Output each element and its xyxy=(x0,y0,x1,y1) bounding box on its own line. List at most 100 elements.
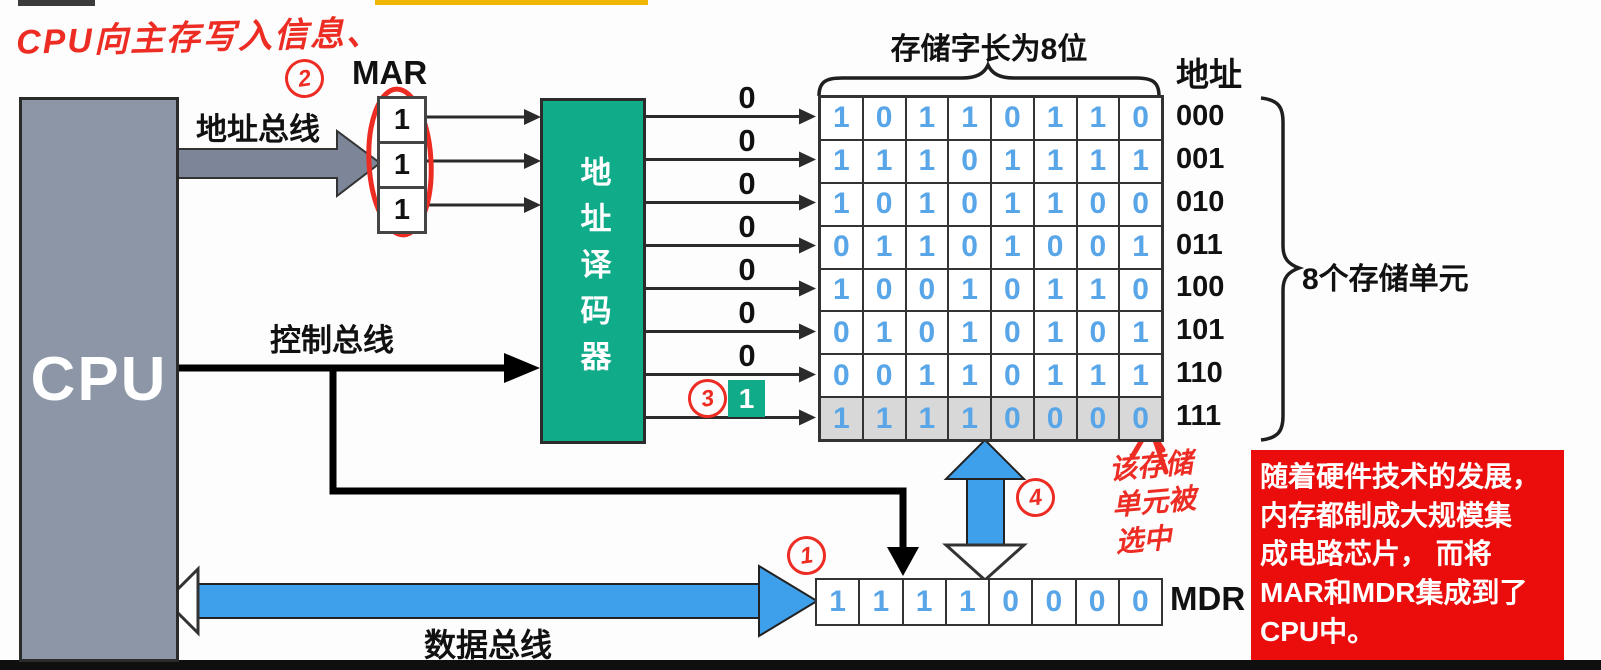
mdr-bit-cell: 1 xyxy=(817,580,861,624)
address-label: 101 xyxy=(1176,314,1225,347)
mdr-bit-cell: 0 xyxy=(1077,580,1120,624)
memory-bit-cell: 1 xyxy=(905,354,949,398)
mar-to-decoder-lines xyxy=(421,115,526,207)
mar-circle-annotation xyxy=(366,86,434,238)
decoder-output-value: 0 xyxy=(738,338,756,373)
decoder-output-lines xyxy=(640,115,801,419)
memory-bit-cell: 1 xyxy=(862,311,906,355)
mdr-bit-cell: 0 xyxy=(1033,580,1077,624)
mdr-bit-cell: 0 xyxy=(1132,585,1149,618)
decoder-outputs: 0 0 0 0 0 0 0 1 xyxy=(640,81,818,439)
address-label: 011 xyxy=(1176,228,1223,261)
bottom-edge-bar xyxy=(0,660,1601,670)
selected-row-arrow-stem xyxy=(1152,437,1169,475)
decoder-output-value: 0 xyxy=(738,295,756,330)
decoder-output-value: 0 xyxy=(738,80,756,115)
memory-bit-cell: 0 xyxy=(991,268,1034,312)
memory-bit-cell: 0 xyxy=(991,97,1034,140)
memory-bit-cell: 1 xyxy=(905,97,949,140)
memory-bit-cell: 1 xyxy=(820,139,863,183)
memory-bit-cell: 0 xyxy=(1076,225,1120,269)
info-box-text: 随着硬件技术的发展， 内存都制成大规模集 成电路芯片， 而将 MAR和MDR集成… xyxy=(1260,461,1541,647)
address-label: 001 xyxy=(1176,142,1225,175)
memory-bit-cell: 1 xyxy=(905,225,949,269)
memory-bit-cell: 0 xyxy=(1119,182,1162,226)
yellow-highlight-bar xyxy=(375,0,648,5)
memory-mdr-arrow-shaft xyxy=(966,471,1005,549)
memory-bit-cell: 0 xyxy=(991,354,1034,398)
memory-bit-cell: 0 xyxy=(948,225,991,269)
memory-bit-cell: 1 xyxy=(1119,139,1162,183)
word-length-brace xyxy=(817,60,1161,97)
decoder-output-value: 0 xyxy=(738,123,756,158)
mar-bit-cell: 1 xyxy=(380,144,424,189)
memory-bit-cell: 0 xyxy=(820,354,863,398)
memory-bit-cell: 1 xyxy=(1076,354,1120,398)
control-branch-arrowhead xyxy=(887,547,919,576)
decoder-output-value: 0 xyxy=(738,166,756,201)
memory-bit-cell: 1 xyxy=(948,397,991,440)
memory-bit-cell: 1 xyxy=(1033,268,1077,312)
mdr-bit-cell: 1 xyxy=(947,580,990,624)
memory-bit-cell: 1 xyxy=(820,182,863,226)
mar-bit-cell: 1 xyxy=(380,99,424,144)
control-bus-branch xyxy=(329,368,907,549)
data-bus-right-arrowhead xyxy=(758,564,819,638)
memory-bit-cell: 0 xyxy=(1076,397,1120,440)
memory-bit-cell: 1 xyxy=(1033,139,1077,183)
decoder-output-value: 0 xyxy=(738,252,756,287)
memory-mdr-arrow-up xyxy=(943,438,1027,480)
decoder-output-arrowheads xyxy=(799,108,816,426)
memory-bit-cell: 0 xyxy=(862,354,906,398)
top-partial-bar xyxy=(18,0,95,6)
data-bus-left-arrowhead xyxy=(163,565,200,637)
address-label: 000 xyxy=(1176,99,1225,132)
cpu-block: CPU xyxy=(19,97,179,662)
address-bus-label: 地址总线 xyxy=(196,112,320,147)
memory-bit-cell: 1 xyxy=(1076,97,1120,140)
memory-bit-cell: 1 xyxy=(1076,139,1120,183)
memory-bit-cell: 1 xyxy=(948,97,991,140)
memory-bit-cell: 1 xyxy=(1119,354,1162,398)
memory-mdr-arrow-down xyxy=(942,543,1028,583)
memory-bit-cell: 0 xyxy=(820,225,863,269)
memory-bit-cell: 0 xyxy=(1119,397,1162,440)
memory-bit-cell: 0 xyxy=(991,311,1034,355)
handwritten-write-note: CPU向主存写入信息、 xyxy=(15,14,383,62)
memory-bit-cell: 1 xyxy=(991,182,1034,226)
memory-bit-cell: 1 xyxy=(1033,311,1077,355)
memory-bit-cell: 1 xyxy=(1033,354,1077,398)
decoder-selected-output: 1 xyxy=(728,380,765,417)
mar-label: MAR xyxy=(352,54,428,91)
data-bus-shaft xyxy=(196,583,761,619)
info-box: 随着硬件技术的发展， 内存都制成大规模集 成电路芯片， 而将 MAR和MDR集成… xyxy=(1251,450,1564,660)
memory-bit-cell: 0 xyxy=(862,97,906,140)
memory-bit-cell: 0 xyxy=(1119,97,1162,140)
memory-bit-cell: 1 xyxy=(862,139,906,183)
address-decoder: 地址译码器 xyxy=(540,98,646,444)
memory-bit-cell: 1 xyxy=(862,397,906,440)
memory-bit-cell: 1 xyxy=(948,311,991,355)
address-header: 地址 xyxy=(1176,56,1242,93)
mdr-bit-cell: 0 xyxy=(990,580,1034,624)
memory-bit-cell: 0 xyxy=(948,182,991,226)
memory-bit-cell: 1 xyxy=(905,182,949,226)
decoder-label: 地址译码器 xyxy=(575,156,611,386)
memory-bit-cell: 0 xyxy=(948,139,991,183)
memory-bit-cell: 1 xyxy=(948,354,991,398)
storage-units-brace xyxy=(1260,96,1305,442)
memory-bit-cell: 1 xyxy=(820,397,863,440)
address-label: 110 xyxy=(1176,357,1223,390)
memory-bit-cell: 1 xyxy=(1076,268,1120,312)
mdr-bit-cell: 1 xyxy=(860,580,904,624)
memory-bit-cell: 0 xyxy=(862,268,906,312)
address-label: 100 xyxy=(1176,271,1225,304)
memory-bit-cell: 1 xyxy=(820,268,863,312)
control-bus-label: 控制总线 xyxy=(270,323,394,358)
decoder-output-value: 0 xyxy=(738,209,756,244)
cpu-label: CPU xyxy=(30,345,168,414)
